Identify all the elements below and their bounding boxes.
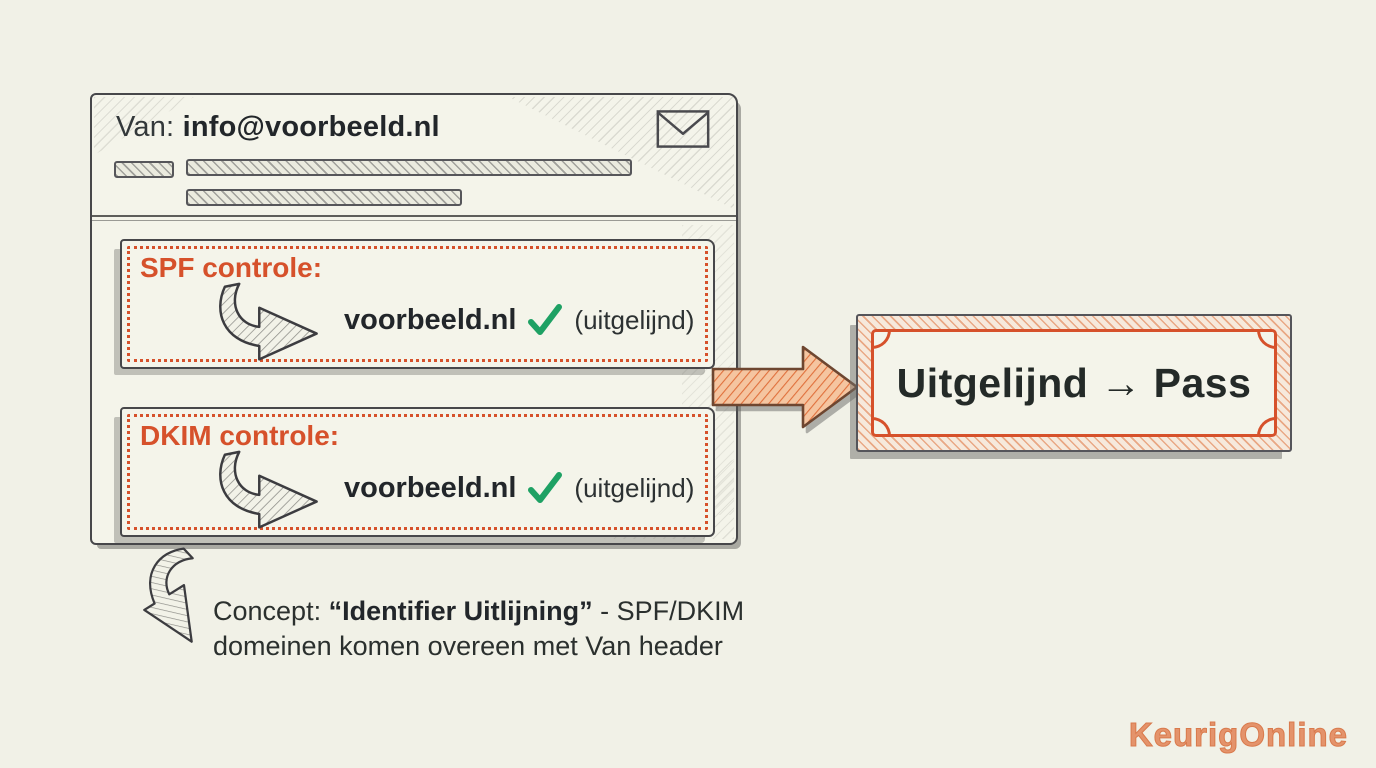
spf-check-label: SPF controle: xyxy=(140,252,323,283)
placeholder-text-bar xyxy=(186,159,632,176)
down-arrow-icon xyxy=(100,529,240,670)
concept-suffix: - SPF/DKIM xyxy=(592,596,745,626)
frame-corner-decoration xyxy=(1257,330,1276,349)
dkim-status: (uitgelijnd) xyxy=(574,472,695,503)
dkim-domain: voorbeeld.nl xyxy=(344,471,517,504)
header-divider xyxy=(92,215,736,221)
result-box-frame: Uitgelijnd → Pass xyxy=(871,329,1277,437)
check-icon xyxy=(527,471,563,505)
brand-watermark: KeurigOnline xyxy=(1128,716,1348,754)
dkim-check-label: DKIM controle: xyxy=(140,420,340,451)
concept-caption: Concept: “Identifier Uitlijning” - SPF/D… xyxy=(213,594,758,664)
dkim-check-result: voorbeeld.nl (uitgelijnd) xyxy=(344,471,694,505)
email-message-card: Van: info@voorbeeld.nl SPF controle: voo… xyxy=(90,93,738,545)
placeholder-text-bar xyxy=(186,189,462,206)
concept-prefix: Concept: xyxy=(213,596,329,626)
frame-corner-decoration xyxy=(872,330,891,349)
envelope-icon xyxy=(656,110,710,148)
from-label: Van: xyxy=(116,111,175,143)
curved-arrow-icon xyxy=(206,449,324,535)
curved-arrow-icon xyxy=(206,281,324,367)
spf-check-result: voorbeeld.nl (uitgelijnd) xyxy=(344,303,694,337)
concept-term: “Identifier Uitlijning” xyxy=(328,596,593,626)
from-header: Van: info@voorbeeld.nl xyxy=(116,111,440,144)
result-text: Uitgelijnd → Pass xyxy=(896,359,1252,406)
frame-corner-decoration xyxy=(1257,417,1276,436)
spf-check-box: SPF controle: voorbeeld.nl (uitgelijnd) xyxy=(120,239,715,369)
from-address: info@voorbeeld.nl xyxy=(182,111,440,143)
flow-arrow-icon xyxy=(711,341,861,433)
concept-line2: domeinen komen overeen met Van header xyxy=(213,631,723,661)
placeholder-text-bar xyxy=(114,161,174,178)
dkim-check-box: DKIM controle: voorbeeld.nl (uitgelijnd) xyxy=(120,407,715,537)
frame-corner-decoration xyxy=(872,417,891,436)
spf-status: (uitgelijnd) xyxy=(574,304,695,335)
spf-domain: voorbeeld.nl xyxy=(344,303,517,336)
check-icon xyxy=(527,303,563,337)
result-box: Uitgelijnd → Pass xyxy=(856,314,1292,452)
